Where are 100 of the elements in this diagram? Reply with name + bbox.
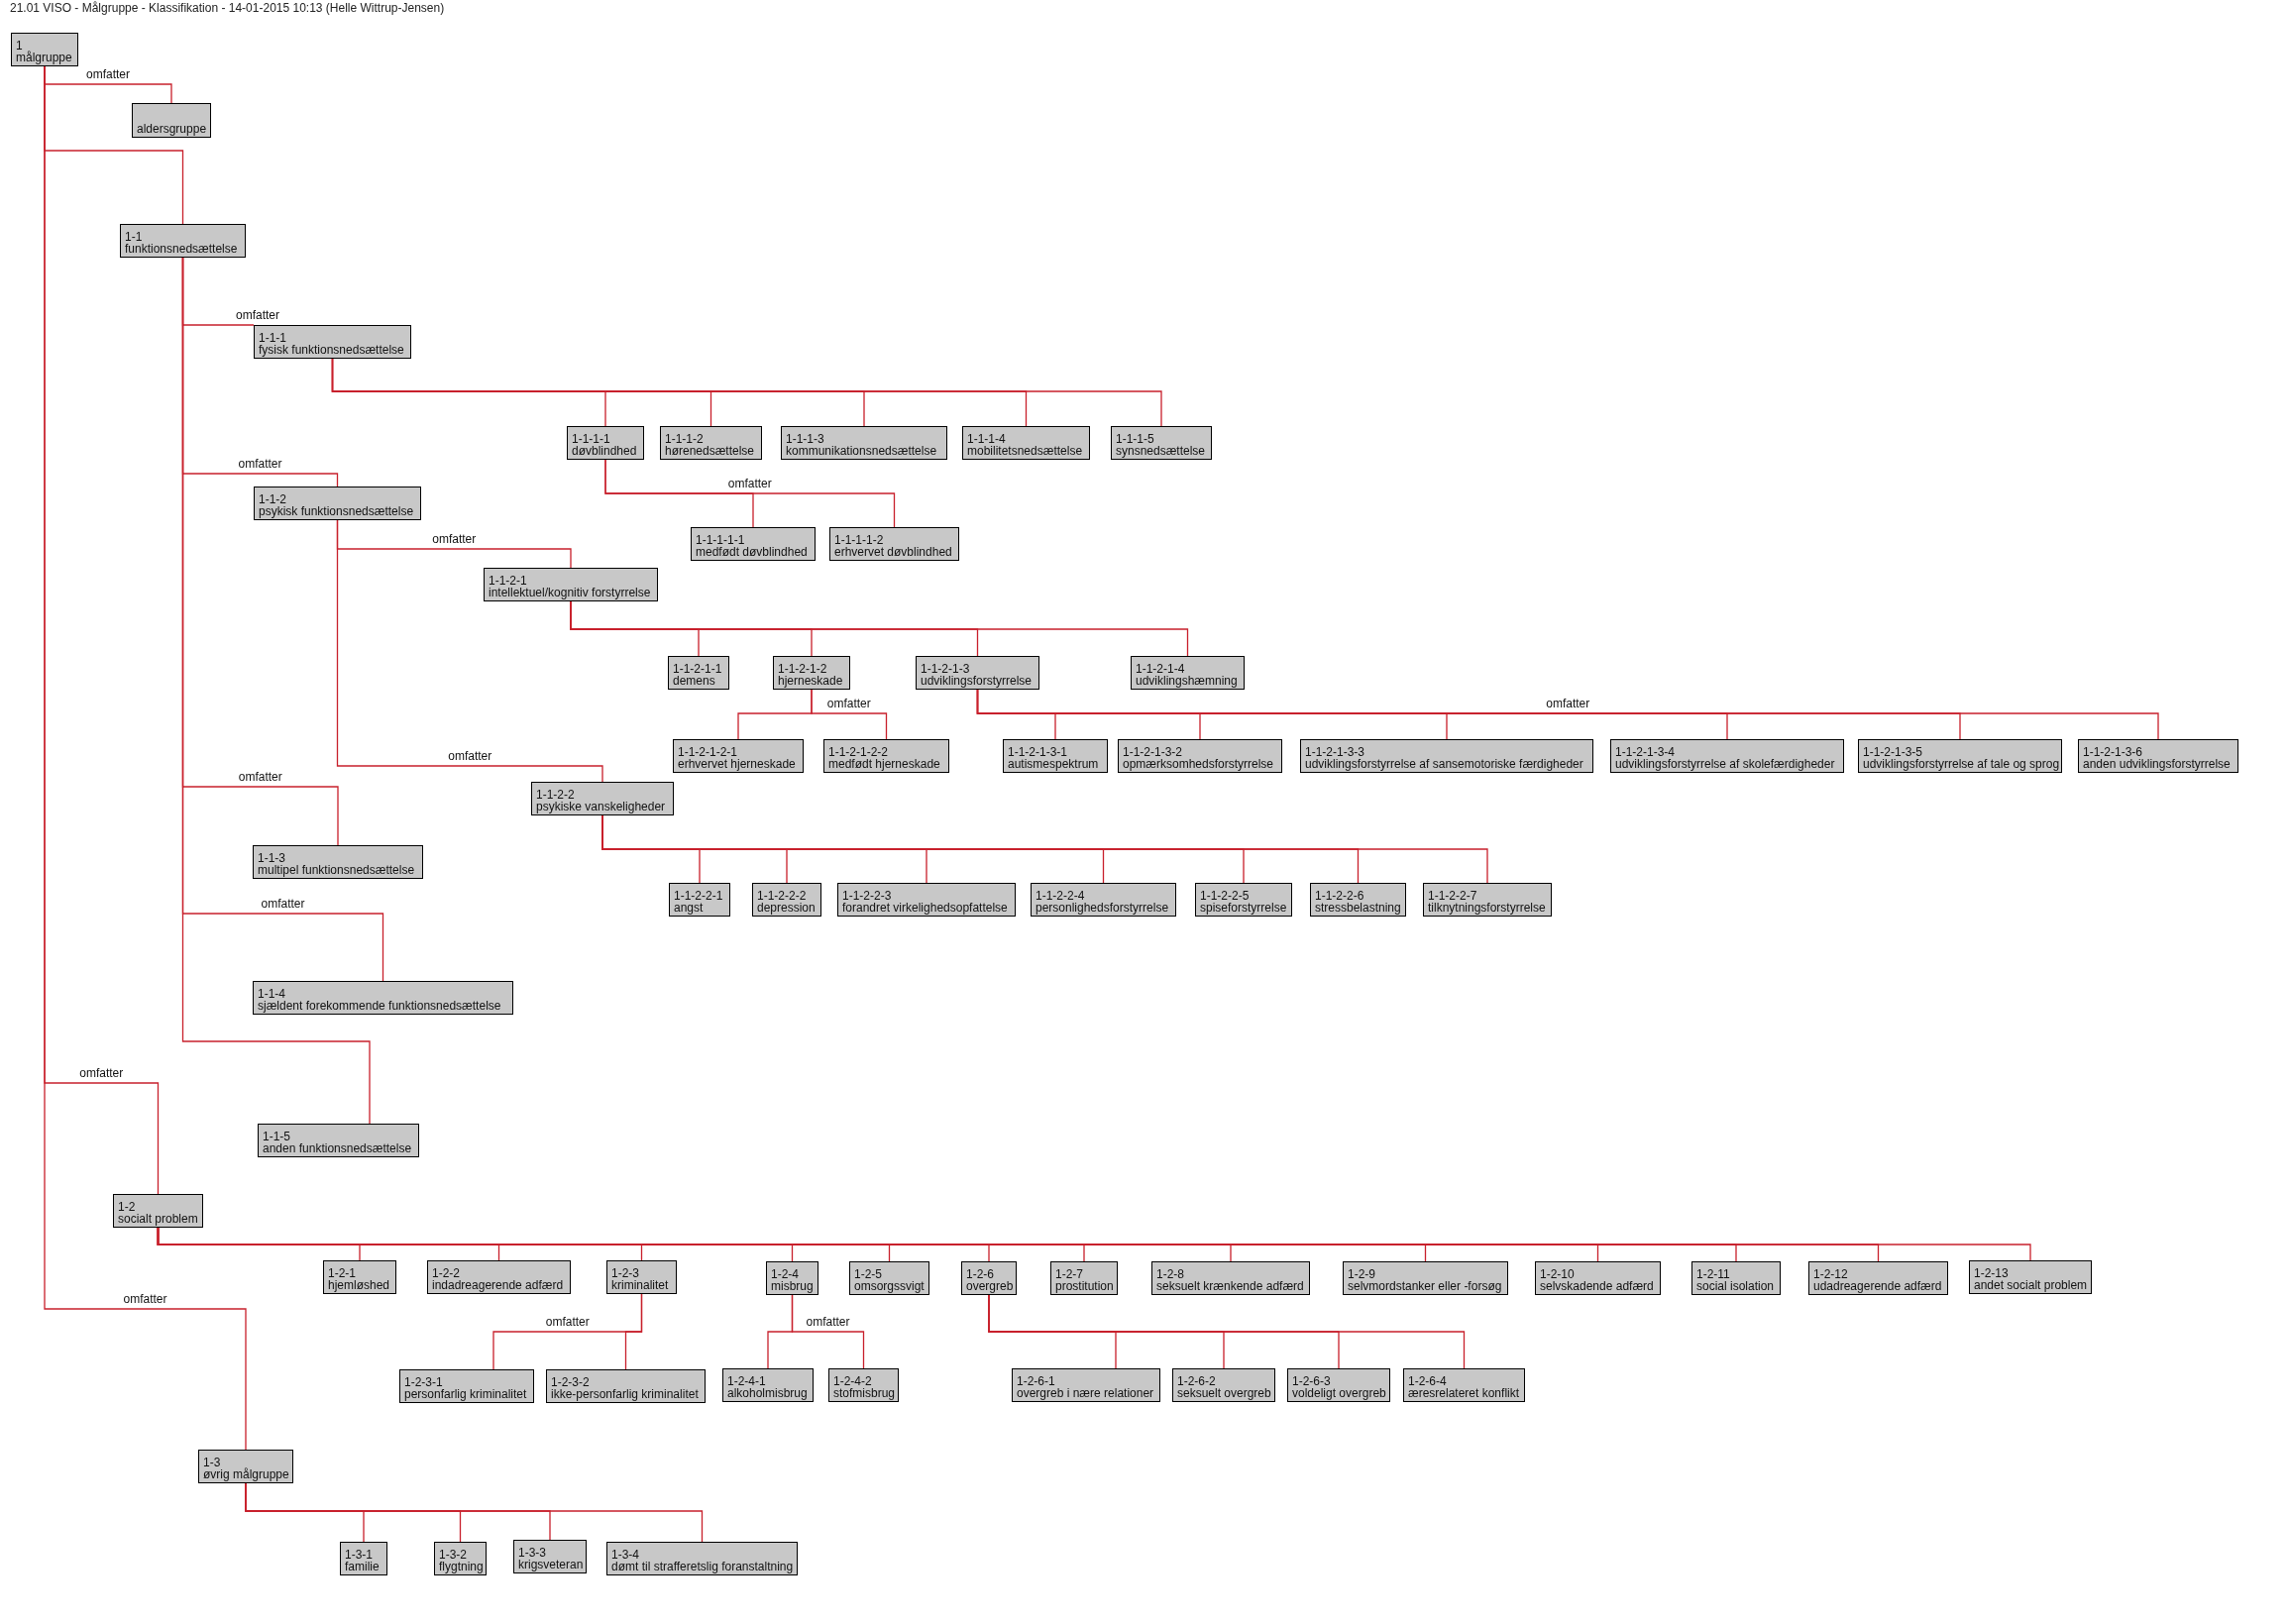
category-name: udviklingsforstyrrelse xyxy=(921,675,1033,687)
edge-label: omfatter xyxy=(237,457,283,471)
category-number: 1-2-6-2 xyxy=(1177,1375,1216,1387)
category-box xyxy=(258,1124,419,1157)
category-number: 1-1-1-2 xyxy=(665,433,704,445)
category-box xyxy=(253,981,513,1015)
category-box xyxy=(1423,883,1552,917)
category-number: 1-1-2-2-5 xyxy=(1200,890,1250,902)
category-name: døvblindhed xyxy=(572,445,637,457)
category-number: 1-1-1-1-1 xyxy=(696,534,745,546)
category-number: 1-2-10 xyxy=(1540,1268,1575,1280)
category-name: voldeligt overgreb xyxy=(1292,1387,1386,1399)
connector-line xyxy=(336,519,603,783)
category-box xyxy=(829,527,959,561)
category-name: ikke-personfarlig kriminalitet xyxy=(551,1388,699,1400)
category-number: 1-2-8 xyxy=(1156,1268,1184,1280)
category-number: 1-1-1 xyxy=(259,332,286,344)
category-name: familie xyxy=(345,1561,380,1572)
connector-line xyxy=(624,1293,643,1370)
category-box xyxy=(113,1194,203,1228)
connector-line xyxy=(44,65,247,1451)
category-name: udviklingshæmning xyxy=(1136,675,1238,687)
category-name: krigsveteran xyxy=(518,1559,584,1570)
category-box xyxy=(961,1261,1017,1295)
connector-line xyxy=(570,600,1189,657)
category-box xyxy=(567,426,644,460)
edge-label: omfatter xyxy=(122,1292,168,1306)
category-box xyxy=(1172,1368,1275,1402)
category-name: udviklingsforstyrrelse af skolefærdigheder xyxy=(1615,758,1835,770)
category-name: tilknytningsforstyrrelse xyxy=(1428,902,1546,914)
category-name: stressbelastning xyxy=(1315,902,1401,914)
category-number: 1-2-3-2 xyxy=(551,1376,590,1388)
category-box xyxy=(828,1368,899,1402)
category-number: 1-1-2-1-2-2 xyxy=(828,746,889,758)
category-box xyxy=(823,739,949,773)
category-name: prostitution xyxy=(1055,1280,1114,1292)
category-box xyxy=(2078,739,2238,773)
category-box xyxy=(962,426,1090,460)
edge-label: omfatter xyxy=(237,770,283,784)
connector-line xyxy=(331,358,1162,427)
edge-label: omfatter xyxy=(431,532,478,546)
category-name: hjerneskade xyxy=(778,675,843,687)
edge-label: omfatter xyxy=(726,477,773,490)
category-name: omsorgssvigt xyxy=(854,1280,925,1292)
connector-line xyxy=(245,1482,704,1543)
category-box xyxy=(1310,883,1406,917)
category-name: hørenedsættelse xyxy=(665,445,755,457)
category-number: 1-2-6-4 xyxy=(1408,1375,1447,1387)
category-box xyxy=(254,487,421,520)
category-name: kommunikationsnedsættelse xyxy=(786,445,937,457)
category-name: alkoholmisbrug xyxy=(727,1387,808,1399)
edge-label: omfatter xyxy=(825,697,872,710)
category-box xyxy=(849,1261,929,1295)
category-name: personlighedsforstyrrelse xyxy=(1036,902,1169,914)
category-number: 1-2-6-1 xyxy=(1017,1375,1055,1387)
category-name: overgreb i nære relationer xyxy=(1017,1387,1154,1399)
category-number: 1-2-4-1 xyxy=(727,1375,766,1387)
category-name: psykisk funktionsnedsættelse xyxy=(259,505,414,517)
category-number: 1-2-3 xyxy=(611,1267,639,1279)
category-box xyxy=(606,1260,677,1294)
category-box xyxy=(668,656,729,690)
category-name: aldersgruppe xyxy=(137,123,207,135)
category-number: 1-1-2-1-3 xyxy=(921,663,970,675)
category-box xyxy=(513,1540,587,1573)
category-number: 1-1-5 xyxy=(263,1131,290,1142)
category-number: 1-1-2-1-3-3 xyxy=(1305,746,1365,758)
category-number: 1-3-3 xyxy=(518,1547,546,1559)
category-name: udviklingsforstyrrelse af sansemotoriske færdigheder xyxy=(1305,758,1583,770)
category-name: erhvervet døvblindhed xyxy=(834,546,952,558)
connector-line xyxy=(976,689,2159,740)
category-number: 1-1-1-3 xyxy=(786,433,824,445)
category-number: 1-2 xyxy=(118,1201,136,1213)
category-box xyxy=(773,656,850,690)
category-box xyxy=(1195,883,1292,917)
category-number: 1-2-4-2 xyxy=(833,1375,872,1387)
category-box xyxy=(399,1369,534,1403)
category-box xyxy=(323,1260,396,1294)
category-name: funktionsnedsættelse xyxy=(125,243,238,255)
category-number: 1-1-1-1 xyxy=(572,433,610,445)
category-box xyxy=(766,1261,818,1295)
category-number: 1-1-2-1-1 xyxy=(673,663,722,675)
edge-label: omfatter xyxy=(260,897,306,911)
category-number: 1-2-12 xyxy=(1813,1268,1848,1280)
category-number: 1-1-1-1-2 xyxy=(834,534,884,546)
category-box xyxy=(1808,1261,1948,1295)
category-box xyxy=(722,1368,814,1402)
category-name: målgruppe xyxy=(16,52,72,63)
category-name: mobilitetsnedsættelse xyxy=(967,445,1083,457)
category-number: 1-1-2-2-2 xyxy=(757,890,807,902)
category-name: flygtning xyxy=(439,1561,484,1572)
category-name: selvmordstanker eller -forsøg xyxy=(1348,1280,1502,1292)
category-box xyxy=(120,224,246,258)
category-name: medfødt døvblindhed xyxy=(696,546,808,558)
category-number: 1-2-2 xyxy=(432,1267,460,1279)
category-name: fysisk funktionsnedsættelse xyxy=(259,344,404,356)
category-name: personfarlig kriminalitet xyxy=(404,1388,527,1400)
category-name: seksuelt krænkende adfærd xyxy=(1156,1280,1304,1292)
connector-line xyxy=(791,1294,865,1369)
category-name: spiseforstyrrelse xyxy=(1200,902,1287,914)
category-name: øvrig målgruppe xyxy=(203,1468,289,1480)
